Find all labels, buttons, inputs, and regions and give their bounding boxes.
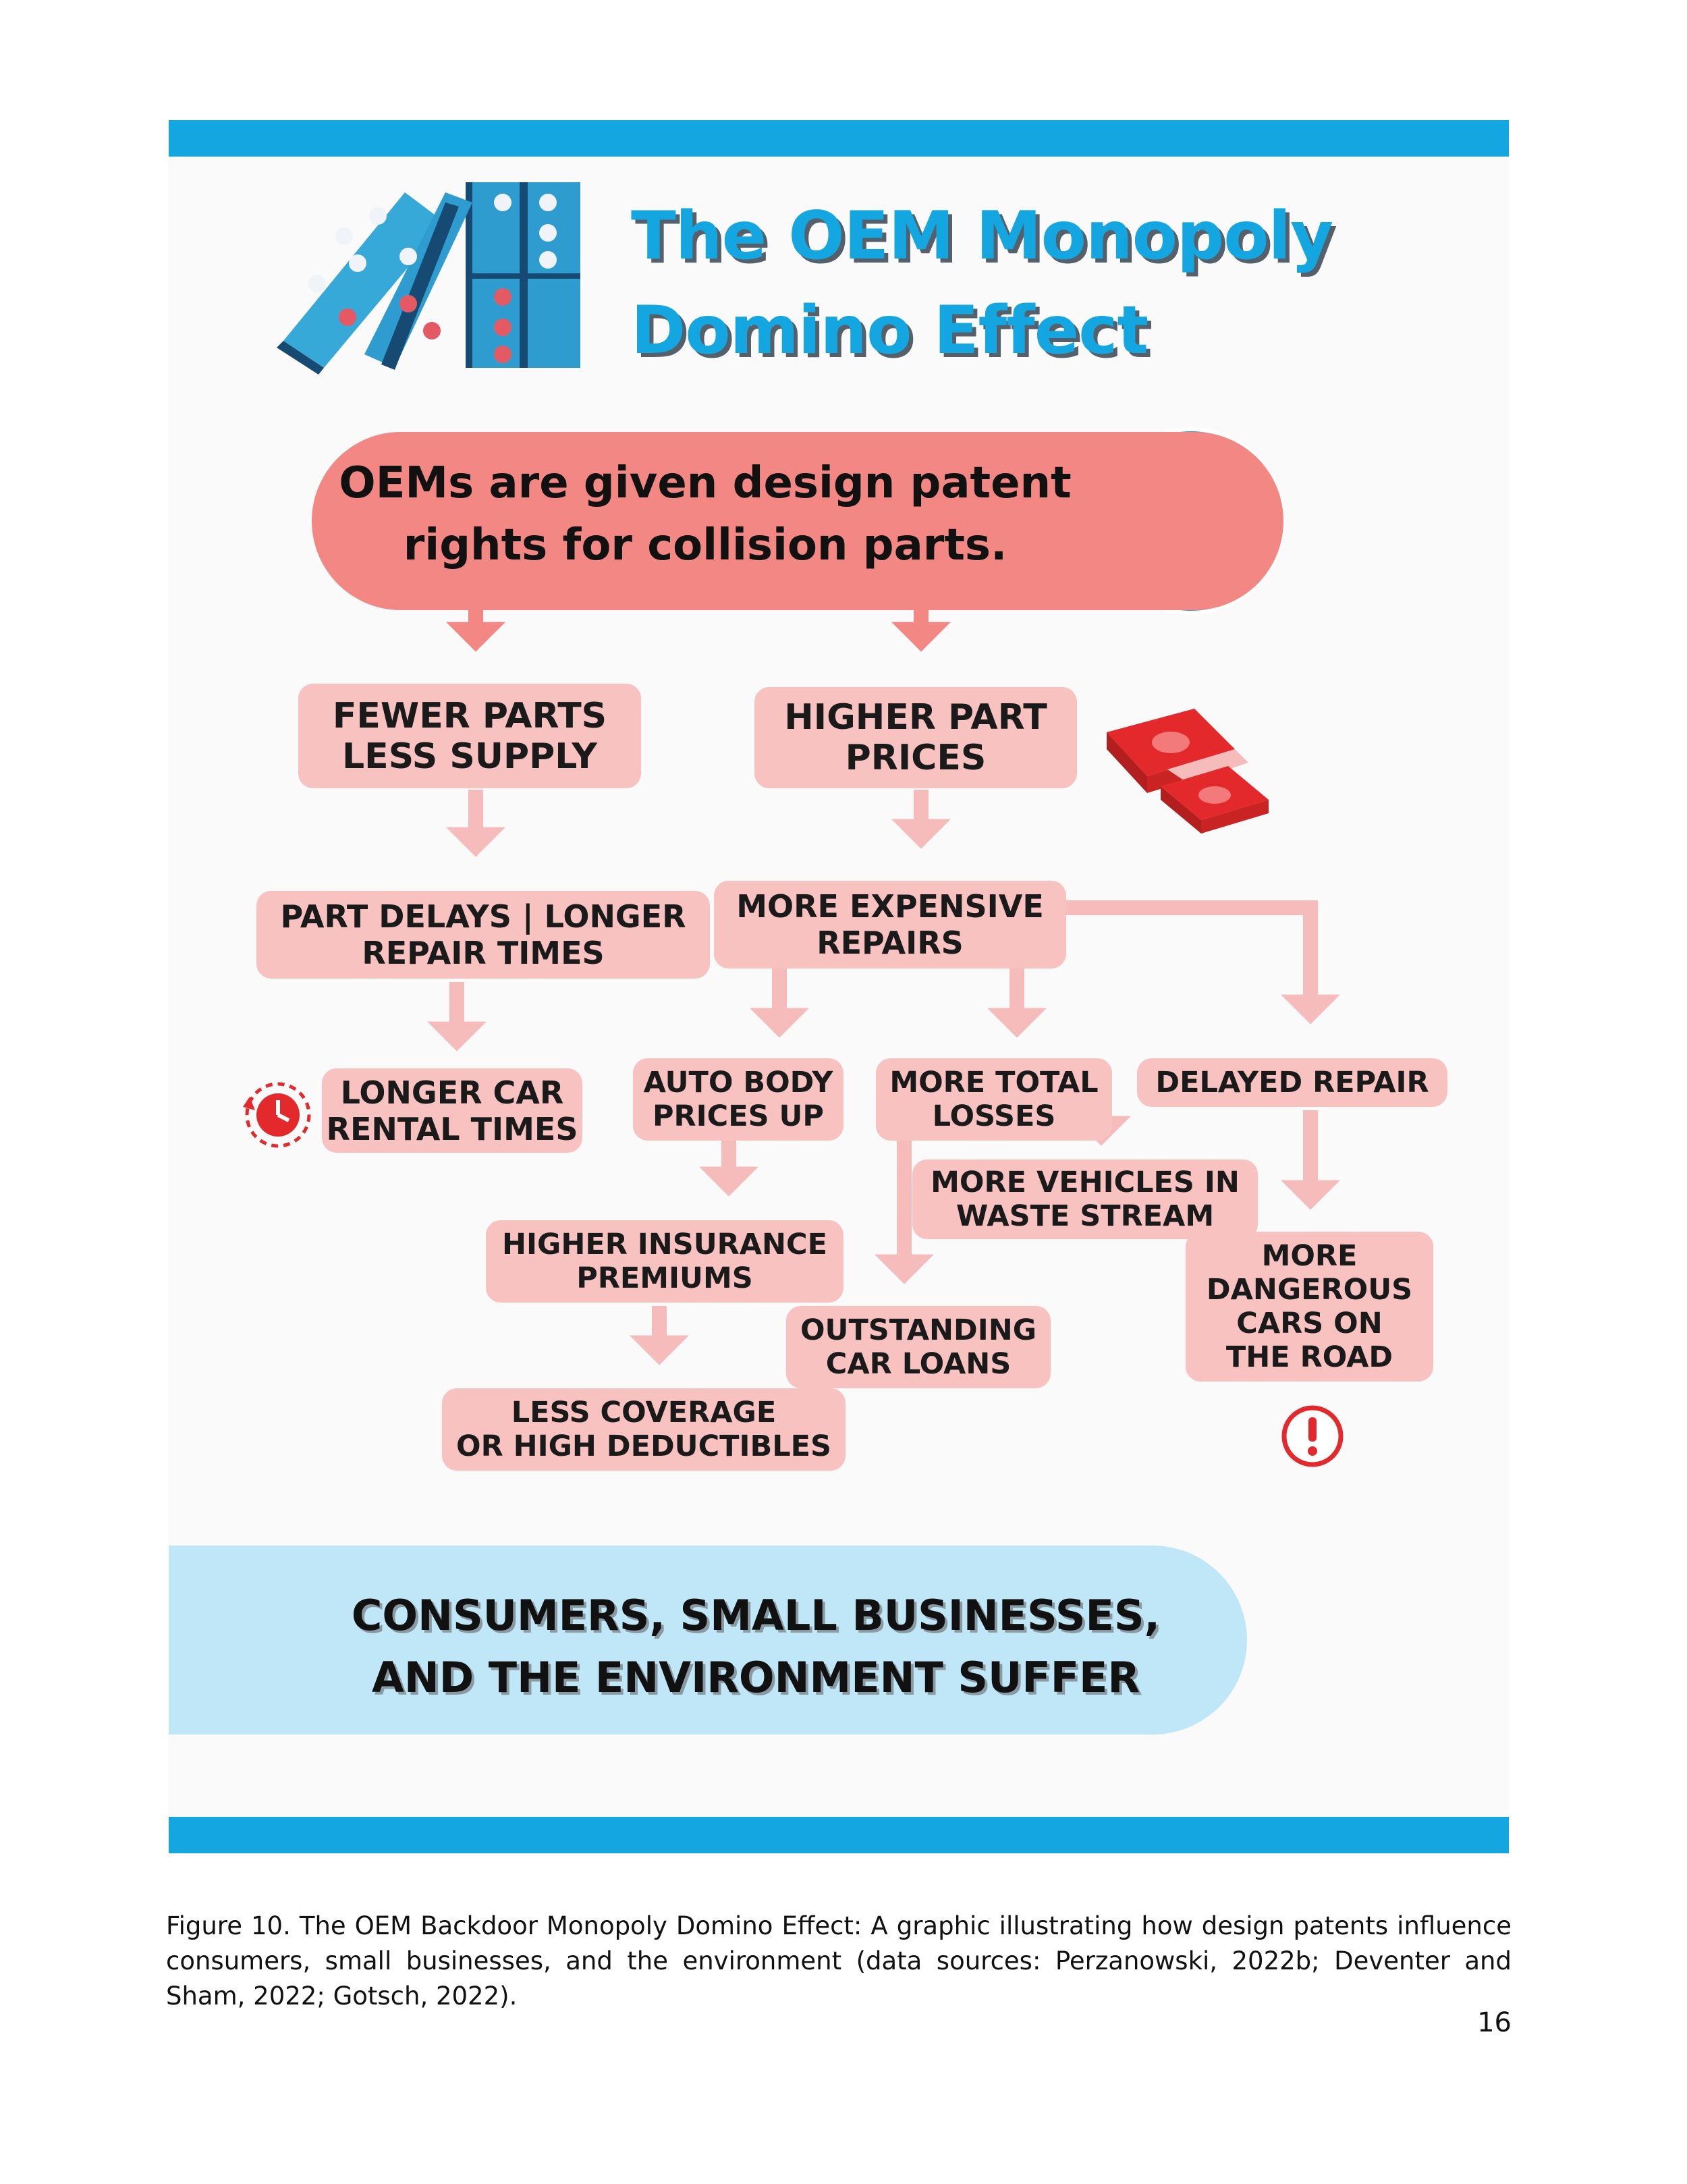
warning-icon — [1281, 1405, 1344, 1467]
top-bar — [169, 120, 1509, 157]
money-stack-icon — [1107, 709, 1269, 834]
bottom-text: CONSUMERS, SMALL BUSINESSES, AND THE ENV… — [351, 1591, 1161, 1702]
box-auto-body: AUTO BODY PRICES UP — [633, 1058, 844, 1141]
box-higher-insurance: HIGHER INSURANCE PREMIUMS — [486, 1220, 844, 1303]
box-delayed-repair: DELAYED REPAIR — [1137, 1058, 1447, 1107]
bottom-banner — [169, 1546, 1247, 1735]
hero-text: OEMs are given design patent rights for … — [339, 458, 1072, 570]
box-fewer-parts: FEWER PARTS LESS SUPPLY — [298, 684, 641, 788]
hero-banner — [312, 432, 1283, 610]
box-longer-rental: LONGER CAR RENTAL TIMES — [322, 1068, 582, 1153]
figure-caption: Figure 10. The OEM Backdoor Monopoly Dom… — [166, 1911, 1512, 2011]
arrow-expensive-to-delayed — [1066, 900, 1340, 1025]
box-outstanding-loans: OUTSTANDING CAR LOANS — [786, 1306, 1051, 1388]
page-number: 16 — [1477, 2007, 1512, 2038]
bottom-bar — [169, 1817, 1509, 1853]
box-more-expensive-repairs: MORE EXPENSIVE REPAIRS — [714, 881, 1066, 968]
domino-icon — [277, 182, 580, 375]
box-part-delays: PART DELAYS | LONGER REPAIR TIMES — [256, 891, 710, 979]
box-less-coverage: LESS COVERAGE OR HIGH DEDUCTIBLES — [442, 1388, 846, 1471]
clock-icon — [243, 1082, 311, 1148]
box-more-dangerous-cars: MORE DANGEROUS CARS ON THE ROAD — [1186, 1232, 1433, 1382]
box-more-total-losses: MORE TOTAL LOSSES — [876, 1058, 1112, 1141]
box-waste-stream: MORE VEHICLES IN WASTE STREAM — [912, 1159, 1258, 1239]
title-line-2: Domino Effect — [631, 292, 1149, 369]
box-higher-part-prices: HIGHER PART PRICES — [754, 687, 1077, 788]
title-line-1: The OEM Monopoly — [631, 198, 1333, 275]
